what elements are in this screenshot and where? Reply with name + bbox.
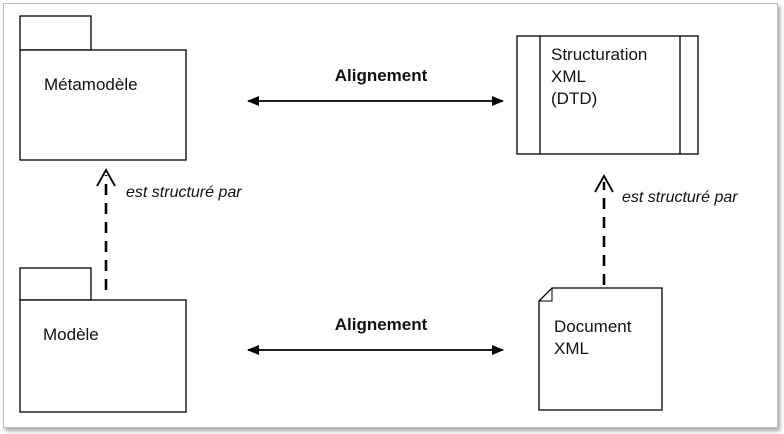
package-body <box>19 299 187 413</box>
structuration-line1: Structuration <box>551 45 647 64</box>
document-body <box>538 287 663 411</box>
open-arrowhead <box>594 174 614 193</box>
dependency-right-arrow: est structuré par <box>594 174 738 285</box>
open-arrowhead <box>96 168 116 187</box>
document-shape: Document XML <box>538 287 663 411</box>
metamodel-package: Métamodèle <box>19 15 187 161</box>
structuration-outer <box>516 35 699 155</box>
model-package: Modèle <box>19 267 187 413</box>
structured-right-label: est structuré par <box>622 189 738 206</box>
alignment-bottom-label: Alignement <box>335 315 428 334</box>
structuration-line3: (DTD) <box>551 89 597 108</box>
alignment-bottom-arrow: Alignement <box>247 315 504 355</box>
structuration-box: Structuration XML (DTD) <box>516 35 699 155</box>
document-line1: Document <box>554 317 632 336</box>
model-label: Modèle <box>43 325 99 344</box>
structuration-line2: XML <box>551 67 586 86</box>
alignment-top-arrow: Alignement <box>247 66 504 106</box>
alignment-top-label: Alignement <box>335 66 428 85</box>
structured-left-label: est structuré par <box>126 184 242 201</box>
document-line2: XML <box>554 339 589 358</box>
package-tab <box>19 267 92 301</box>
document-fold <box>539 288 553 302</box>
metamodel-label: Métamodèle <box>44 75 138 94</box>
dependency-left-arrow: est structuré par <box>96 168 242 290</box>
package-body <box>19 49 187 161</box>
package-tab <box>19 15 92 51</box>
